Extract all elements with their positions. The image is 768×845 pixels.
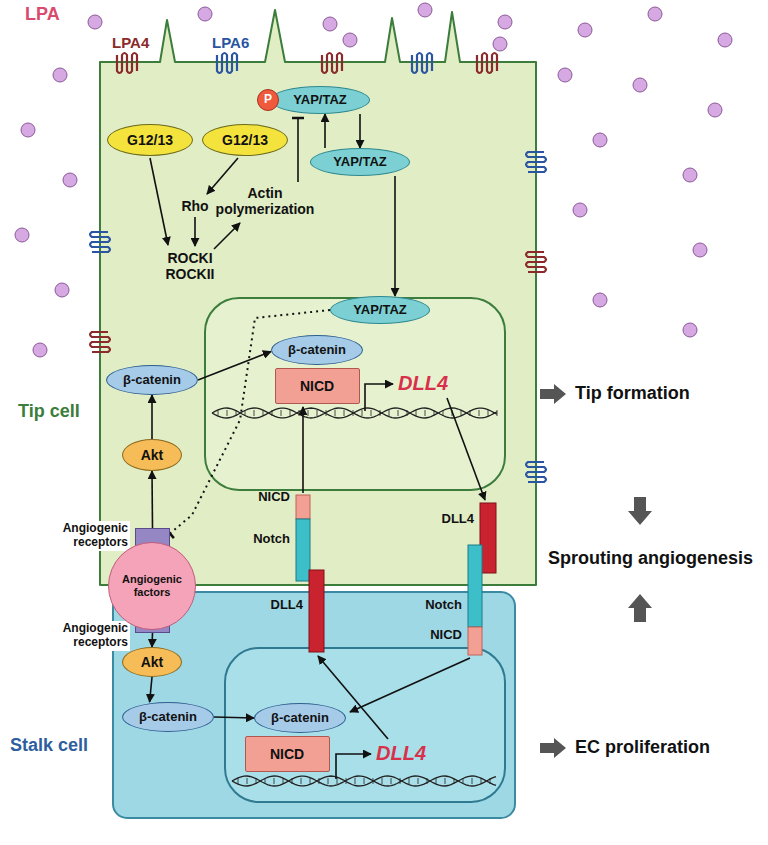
beta-catenin-ellipse: β-catenin bbox=[122, 702, 214, 732]
connector bbox=[198, 352, 271, 381]
pathway-label: ROCKI ROCKII bbox=[161, 250, 219, 282]
segment-label: DLL4 bbox=[442, 512, 475, 527]
node-label: P bbox=[264, 93, 272, 107]
connector bbox=[151, 395, 153, 439]
gene-label: DLL4 bbox=[376, 742, 426, 765]
angiogenic-factor-circle: Angiogenic factors bbox=[108, 542, 196, 630]
node-label: β-catenin bbox=[139, 710, 197, 725]
nicd-box: NICD bbox=[275, 368, 360, 404]
phospho-circle: P bbox=[257, 89, 279, 111]
segment-label: NICD bbox=[258, 490, 290, 505]
connector bbox=[151, 471, 153, 528]
tip-cell: Tip cellG12/13G12/13PYAP/TAZYAP/TAZYAP/T… bbox=[100, 15, 536, 585]
node-label: NICD bbox=[300, 378, 334, 394]
node-label: β-catenin bbox=[123, 373, 181, 388]
connector bbox=[151, 633, 153, 647]
node-label: β-catenin bbox=[288, 343, 346, 358]
nicd-box: NICD bbox=[245, 736, 330, 772]
receptor-label: Angiogenic receptors bbox=[34, 621, 130, 651]
pathway-label: Actin polymerization bbox=[212, 185, 318, 217]
segment-label: DLL4 bbox=[271, 598, 304, 613]
g-protein: G12/13 bbox=[107, 124, 193, 156]
connector bbox=[359, 114, 361, 148]
yap-taz-ellipse: YAP/TAZ bbox=[330, 296, 430, 324]
akt-ellipse: Akt bbox=[122, 647, 182, 677]
connector bbox=[394, 176, 396, 296]
outcome-label: Sprouting angiogenesis bbox=[548, 548, 753, 569]
outcome-label: Tip formation bbox=[575, 383, 690, 404]
cell-label: Stalk cell bbox=[10, 735, 88, 756]
yap-taz-ellipse: YAP/TAZ bbox=[270, 86, 370, 114]
stalk-cell: Stalk cellAktβ-cateninβ-cateninNICD bbox=[113, 592, 515, 818]
molecule-label: LPA bbox=[25, 4, 60, 25]
beta-catenin-ellipse: β-catenin bbox=[271, 335, 363, 365]
notch-dll4-segments bbox=[296, 495, 496, 655]
g-protein: G12/13 bbox=[202, 124, 288, 156]
connector bbox=[324, 114, 326, 148]
tip-cell-outline bbox=[100, 10, 536, 585]
node-label: Akt bbox=[141, 447, 164, 463]
dna-helix bbox=[212, 408, 497, 786]
connector bbox=[214, 717, 254, 718]
segment-label: NICD bbox=[430, 628, 462, 643]
outcome-label: EC proliferation bbox=[575, 737, 710, 758]
node-label: YAP/TAZ bbox=[353, 303, 406, 318]
node-label: YAP/TAZ bbox=[293, 93, 346, 108]
receptor-label: Angiogenic receptors bbox=[34, 521, 130, 551]
pathway-arrows bbox=[150, 118, 485, 779]
node-label: NICD bbox=[270, 746, 304, 762]
node-label: β-catenin bbox=[271, 711, 329, 726]
node-label: YAP/TAZ bbox=[333, 155, 386, 170]
gene-label: DLL4 bbox=[398, 372, 448, 395]
stalk-nucleus bbox=[225, 648, 505, 802]
receptor-name: LPA6 bbox=[212, 34, 249, 51]
akt-ellipse: Akt bbox=[122, 439, 182, 471]
beta-catenin-ellipse: β-catenin bbox=[106, 365, 198, 395]
node-label: G12/13 bbox=[222, 132, 268, 148]
lpa-molecules bbox=[15, 3, 732, 357]
tip-nucleus bbox=[205, 298, 505, 490]
segment-label: Notch bbox=[425, 598, 462, 613]
node-label: Angiogenic factors bbox=[122, 573, 182, 598]
receptor-name: LPA4 bbox=[112, 34, 149, 51]
yap-taz-ellipse: YAP/TAZ bbox=[310, 148, 410, 176]
cell-label: Tip cell bbox=[18, 401, 80, 422]
connector bbox=[150, 677, 152, 702]
block-arrows bbox=[540, 384, 652, 758]
segment-label: Notch bbox=[253, 532, 290, 547]
beta-catenin-ellipse: β-catenin bbox=[254, 703, 346, 733]
node-label: Akt bbox=[141, 654, 164, 670]
lpa-receptors bbox=[90, 53, 546, 482]
node-label: G12/13 bbox=[127, 132, 173, 148]
pathway-label: Rho bbox=[175, 198, 215, 214]
